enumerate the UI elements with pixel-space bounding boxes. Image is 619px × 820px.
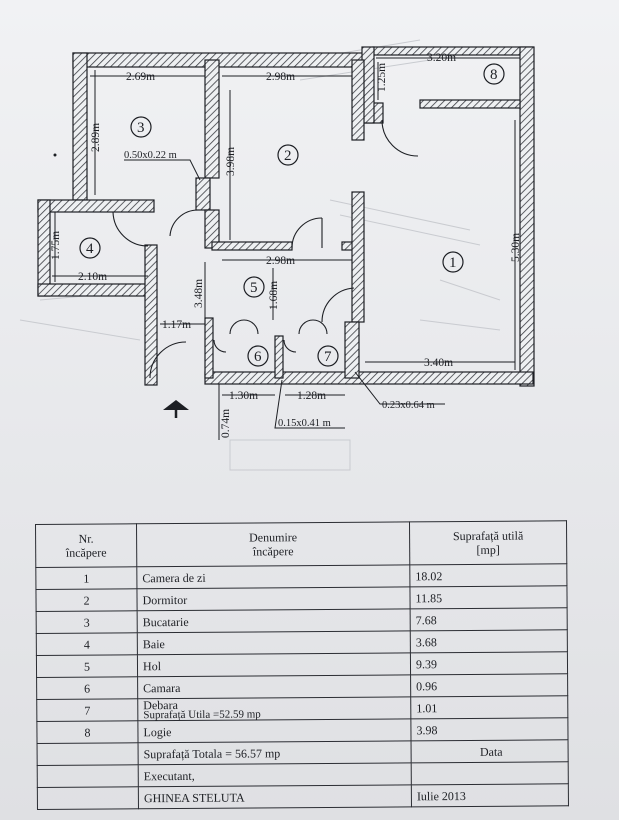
- dim-living-width: 3.40m: [424, 357, 453, 369]
- dim-small-shaft: 0.15x0.41 m: [278, 418, 331, 429]
- entrance-arrow-icon: [163, 400, 189, 418]
- dim-pantry-depth: 0.74m: [220, 409, 232, 438]
- dim-shaft-size: 0.23x0.64 m: [382, 400, 435, 411]
- dim-bath-height: 1.75m: [50, 231, 62, 260]
- table-header-row: Nr. încăpere Denumire încăpere Suprafață…: [35, 520, 567, 568]
- ink-dot: [53, 153, 57, 157]
- dim-kitchen-width: 2.69m: [126, 71, 155, 83]
- executant-label: Executant,: [138, 762, 412, 787]
- dimension-lines: [52, 57, 520, 440]
- dim-bath-width: 2.10m: [78, 271, 107, 283]
- total-area: Suprafață Totala = 56.57 mp: [138, 740, 412, 765]
- useful-total: Suprafață Utila =52.59 mp: [143, 708, 261, 722]
- dim-pantry-width: 1.30m: [229, 390, 258, 402]
- dim-kitchen-height: 2.89m: [90, 123, 102, 152]
- dim-bedroom-height: 3.98m: [225, 147, 237, 176]
- dim-loggia-width: 3.20m: [427, 52, 456, 64]
- dim-bedroom-width: 2.98m: [266, 71, 295, 83]
- dim-loggia-depth: 1.25m: [376, 63, 388, 92]
- dim-hall-height: 3.48m: [193, 279, 205, 308]
- walls: [37, 46, 535, 387]
- table-row-author: GHINEA STELUTA Iulie 2013: [37, 783, 569, 810]
- dim-hall-inner-height: 1.68m: [268, 281, 280, 310]
- author-name: GHINEA STELUTA: [138, 784, 412, 809]
- room-label-3: 3: [137, 120, 145, 136]
- header-area: Suprafață utilă [mp]: [409, 520, 567, 565]
- dim-living-height: 5.30m: [510, 233, 522, 262]
- room-label-6: 6: [254, 349, 262, 365]
- room-label-4: 4: [86, 241, 94, 257]
- room-label-5: 5: [250, 280, 258, 296]
- data-label: Data: [479, 744, 503, 759]
- floor-plan: 2.69m 2.98m 3.20m 1.25m 2.89m 0.50x0.22 …: [19, 39, 535, 471]
- door-swings: [112, 119, 419, 379]
- header-name: Denumire încăpere: [136, 521, 410, 567]
- dim-kitchen-opening: 0.50x0.22 m: [124, 150, 177, 161]
- room-area-table: Nr. încăpere Denumire încăpere Suprafață…: [35, 520, 569, 810]
- room-label-2: 2: [284, 148, 292, 164]
- room-label-1: 1: [449, 255, 457, 271]
- header-nr: Nr. încăpere: [35, 523, 137, 568]
- room-label-8: 8: [490, 67, 498, 83]
- dim-entry-width: 1.17m: [162, 319, 191, 331]
- room-label-7: 7: [324, 349, 332, 365]
- date-value: Iulie 2013: [411, 783, 569, 807]
- dim-closet-width: 1.28m: [297, 390, 326, 402]
- dim-hall-width: 2.98m: [266, 255, 295, 267]
